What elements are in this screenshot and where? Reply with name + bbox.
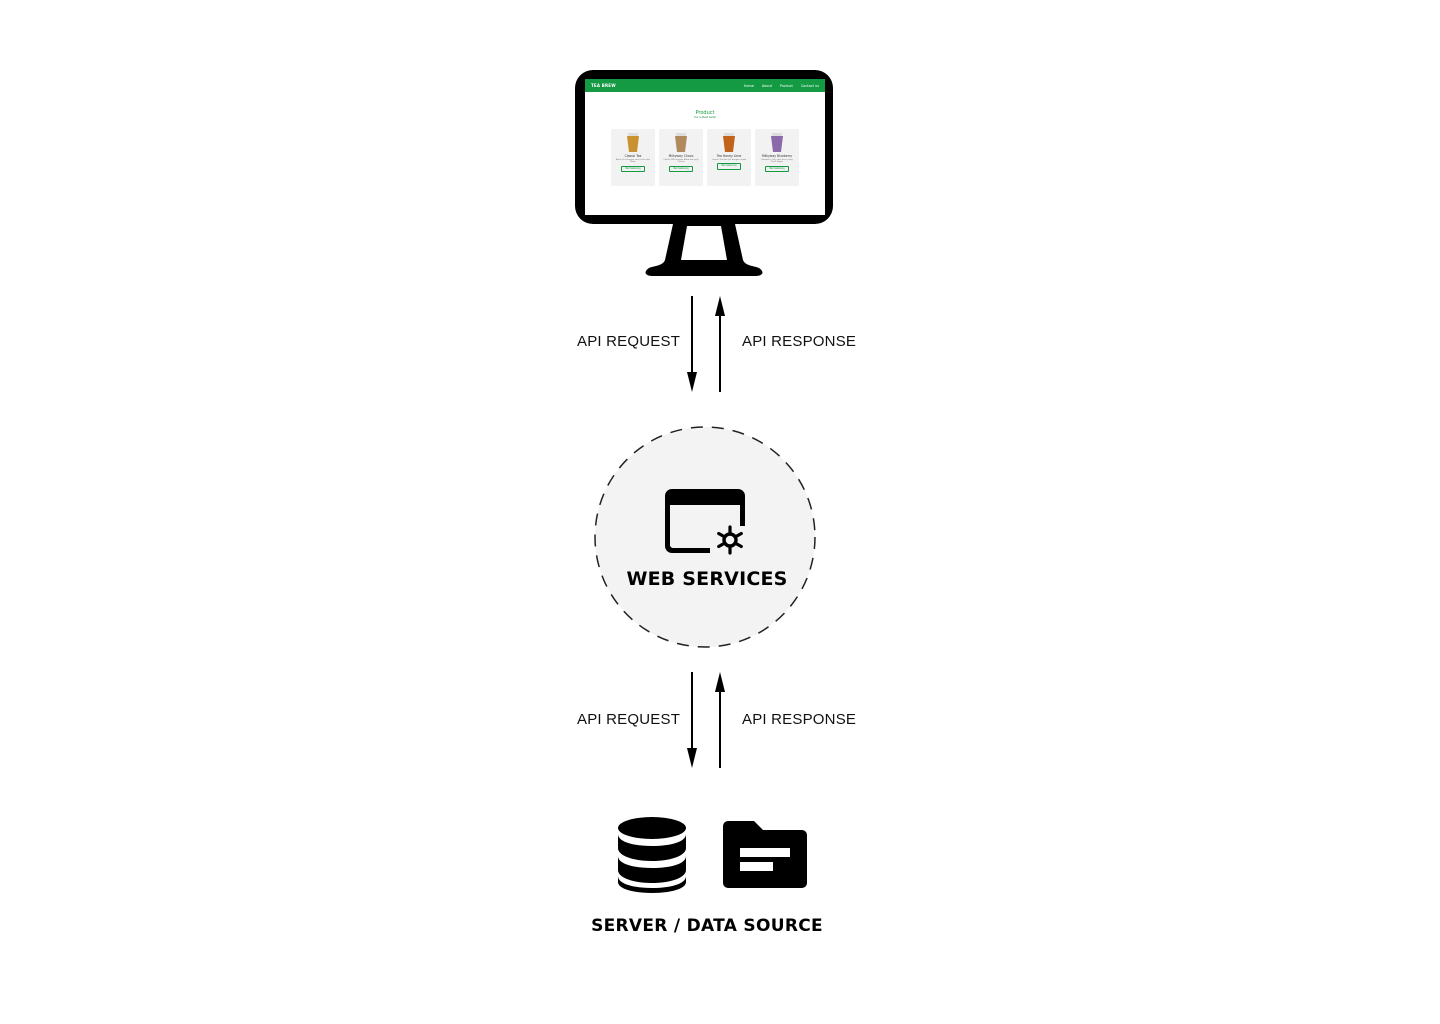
product-card: Tea Honey Lime Lemon Tea dan Jeli dengan… <box>707 128 751 186</box>
buy-now-button[interactable]: Beli Sekarang <box>669 165 693 173</box>
product-description: Black Tea dengan susu fresh dan Boba <box>615 158 651 164</box>
drink-cup-icon <box>723 132 735 152</box>
server-data-source-title: SERVER / DATA SOURCE <box>591 916 823 936</box>
product-cards: Classic Tea Black Tea dengan susu fresh … <box>585 128 825 186</box>
site-nav-about[interactable]: About <box>761 83 772 88</box>
site-menu: Home About Product Contact us <box>744 84 819 88</box>
drink-cup-icon <box>675 132 687 152</box>
web-services-title: WEB SERVICES <box>626 568 788 590</box>
api-response-label: API RESPONSE <box>742 711 857 728</box>
product-description: Blueberry Jelly dan Susu yang fresh Nago… <box>761 158 793 164</box>
database-icon <box>618 817 686 893</box>
product-description: Lemon Tea dan Jeli dengan madu <box>711 158 747 161</box>
response-arrow <box>715 672 725 768</box>
site-logo: TEA BREW <box>591 83 616 88</box>
folder-icon <box>723 821 807 888</box>
buy-now-button[interactable]: Beli Sekarang <box>765 165 789 173</box>
upper-arrows <box>687 296 725 392</box>
buy-now-button[interactable]: Beli Sekarang <box>717 163 741 170</box>
product-name: Milkyway Choco <box>668 153 694 158</box>
response-arrow <box>715 296 725 392</box>
website-screenshot: TEA BREW Home About Product Contact us P… <box>585 79 825 215</box>
product-name: Classic Tea <box>624 153 642 158</box>
product-card: Milkyway Blueberry Blueberry Jelly dan S… <box>755 128 799 186</box>
site-nav-contact[interactable]: Contact us <box>800 83 819 88</box>
product-card: Classic Tea Black Tea dengan susu fresh … <box>611 128 655 186</box>
site-navbar: TEA BREW Home About Product Contact us <box>585 79 825 92</box>
web-settings-icon <box>665 489 745 555</box>
web-services-circle <box>594 426 816 648</box>
api-request-label: API REQUEST <box>577 711 681 728</box>
buy-now-button[interactable]: Beli Sekarang <box>621 165 645 173</box>
request-arrow <box>687 672 697 768</box>
site-nav-home[interactable]: Home <box>743 83 754 88</box>
product-description: Coklat Milk dengan Boba dan Jelly Cincau <box>663 158 699 164</box>
lower-arrows <box>687 672 725 768</box>
drink-cup-icon <box>771 132 783 152</box>
product-card: Milkyway Choco Coklat Milk dengan Boba d… <box>659 128 703 186</box>
site-section-subtitle: Our is Best Seller <box>693 116 717 119</box>
site-nav-product[interactable]: Product <box>779 83 793 88</box>
drink-cup-icon <box>627 132 639 152</box>
api-request-label: API REQUEST <box>577 333 681 350</box>
api-response-label: API RESPONSE <box>742 333 857 350</box>
product-name: Tea Honey Lime <box>716 153 742 158</box>
request-arrow <box>687 296 697 392</box>
site-section-title: Product <box>695 110 715 116</box>
product-name: Milkyway Blueberry <box>761 153 793 158</box>
